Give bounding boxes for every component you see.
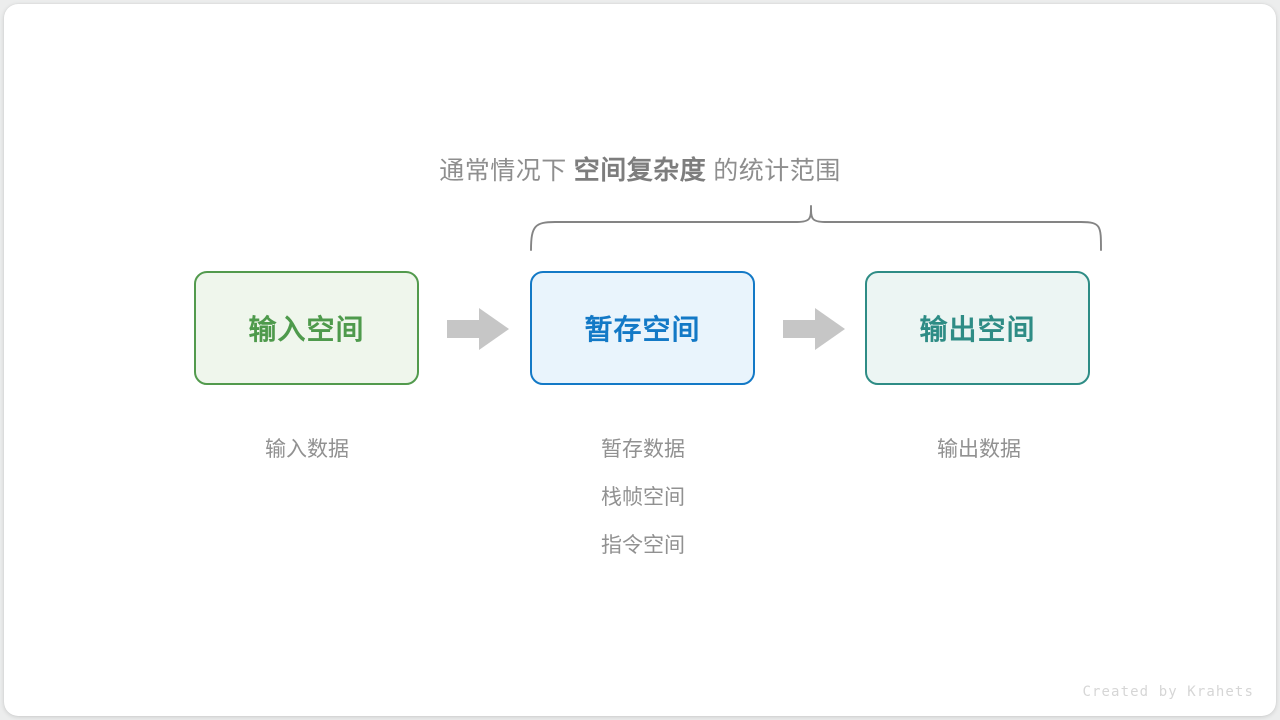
box-buffer-space-label: 暂存空间 [584,314,701,345]
caption-line: 输入数据 [265,438,349,461]
box-input-space-label: 输入空间 [248,314,365,345]
page-title: 通常情况下空间复杂度的统计范围 [4,153,1276,188]
caption-line: 输出数据 [937,438,1021,461]
heading-emphasis: 空间复杂度 [573,155,707,185]
caption-group-buffer: 暂存数据 栈帧空间 指令空间 [513,426,773,570]
caption-group-input: 输入数据 [177,426,437,474]
diagram-card: 通常情况下空间复杂度的统计范围 输入空间 暂存空间 输出空间 输入数据 [4,4,1276,716]
caption-line: 指令空间 [601,534,685,557]
heading-suffix: 的统计范围 [713,157,841,185]
credit-text: Created by Krahets [1082,684,1254,700]
box-output-space-label: 输出空间 [919,314,1036,345]
box-buffer-space[interactable]: 暂存空间 [530,271,755,385]
arrow-right-icon [783,308,845,350]
arrow-right-icon [447,308,509,350]
caption-line: 暂存数据 [601,438,685,461]
span-brace-icon [530,205,1102,251]
heading-prefix: 通常情况下 [439,157,567,185]
box-input-space[interactable]: 输入空间 [194,271,419,385]
box-output-space[interactable]: 输出空间 [865,271,1090,385]
caption-group-output: 输出数据 [849,426,1109,474]
caption-line: 栈帧空间 [601,486,685,509]
